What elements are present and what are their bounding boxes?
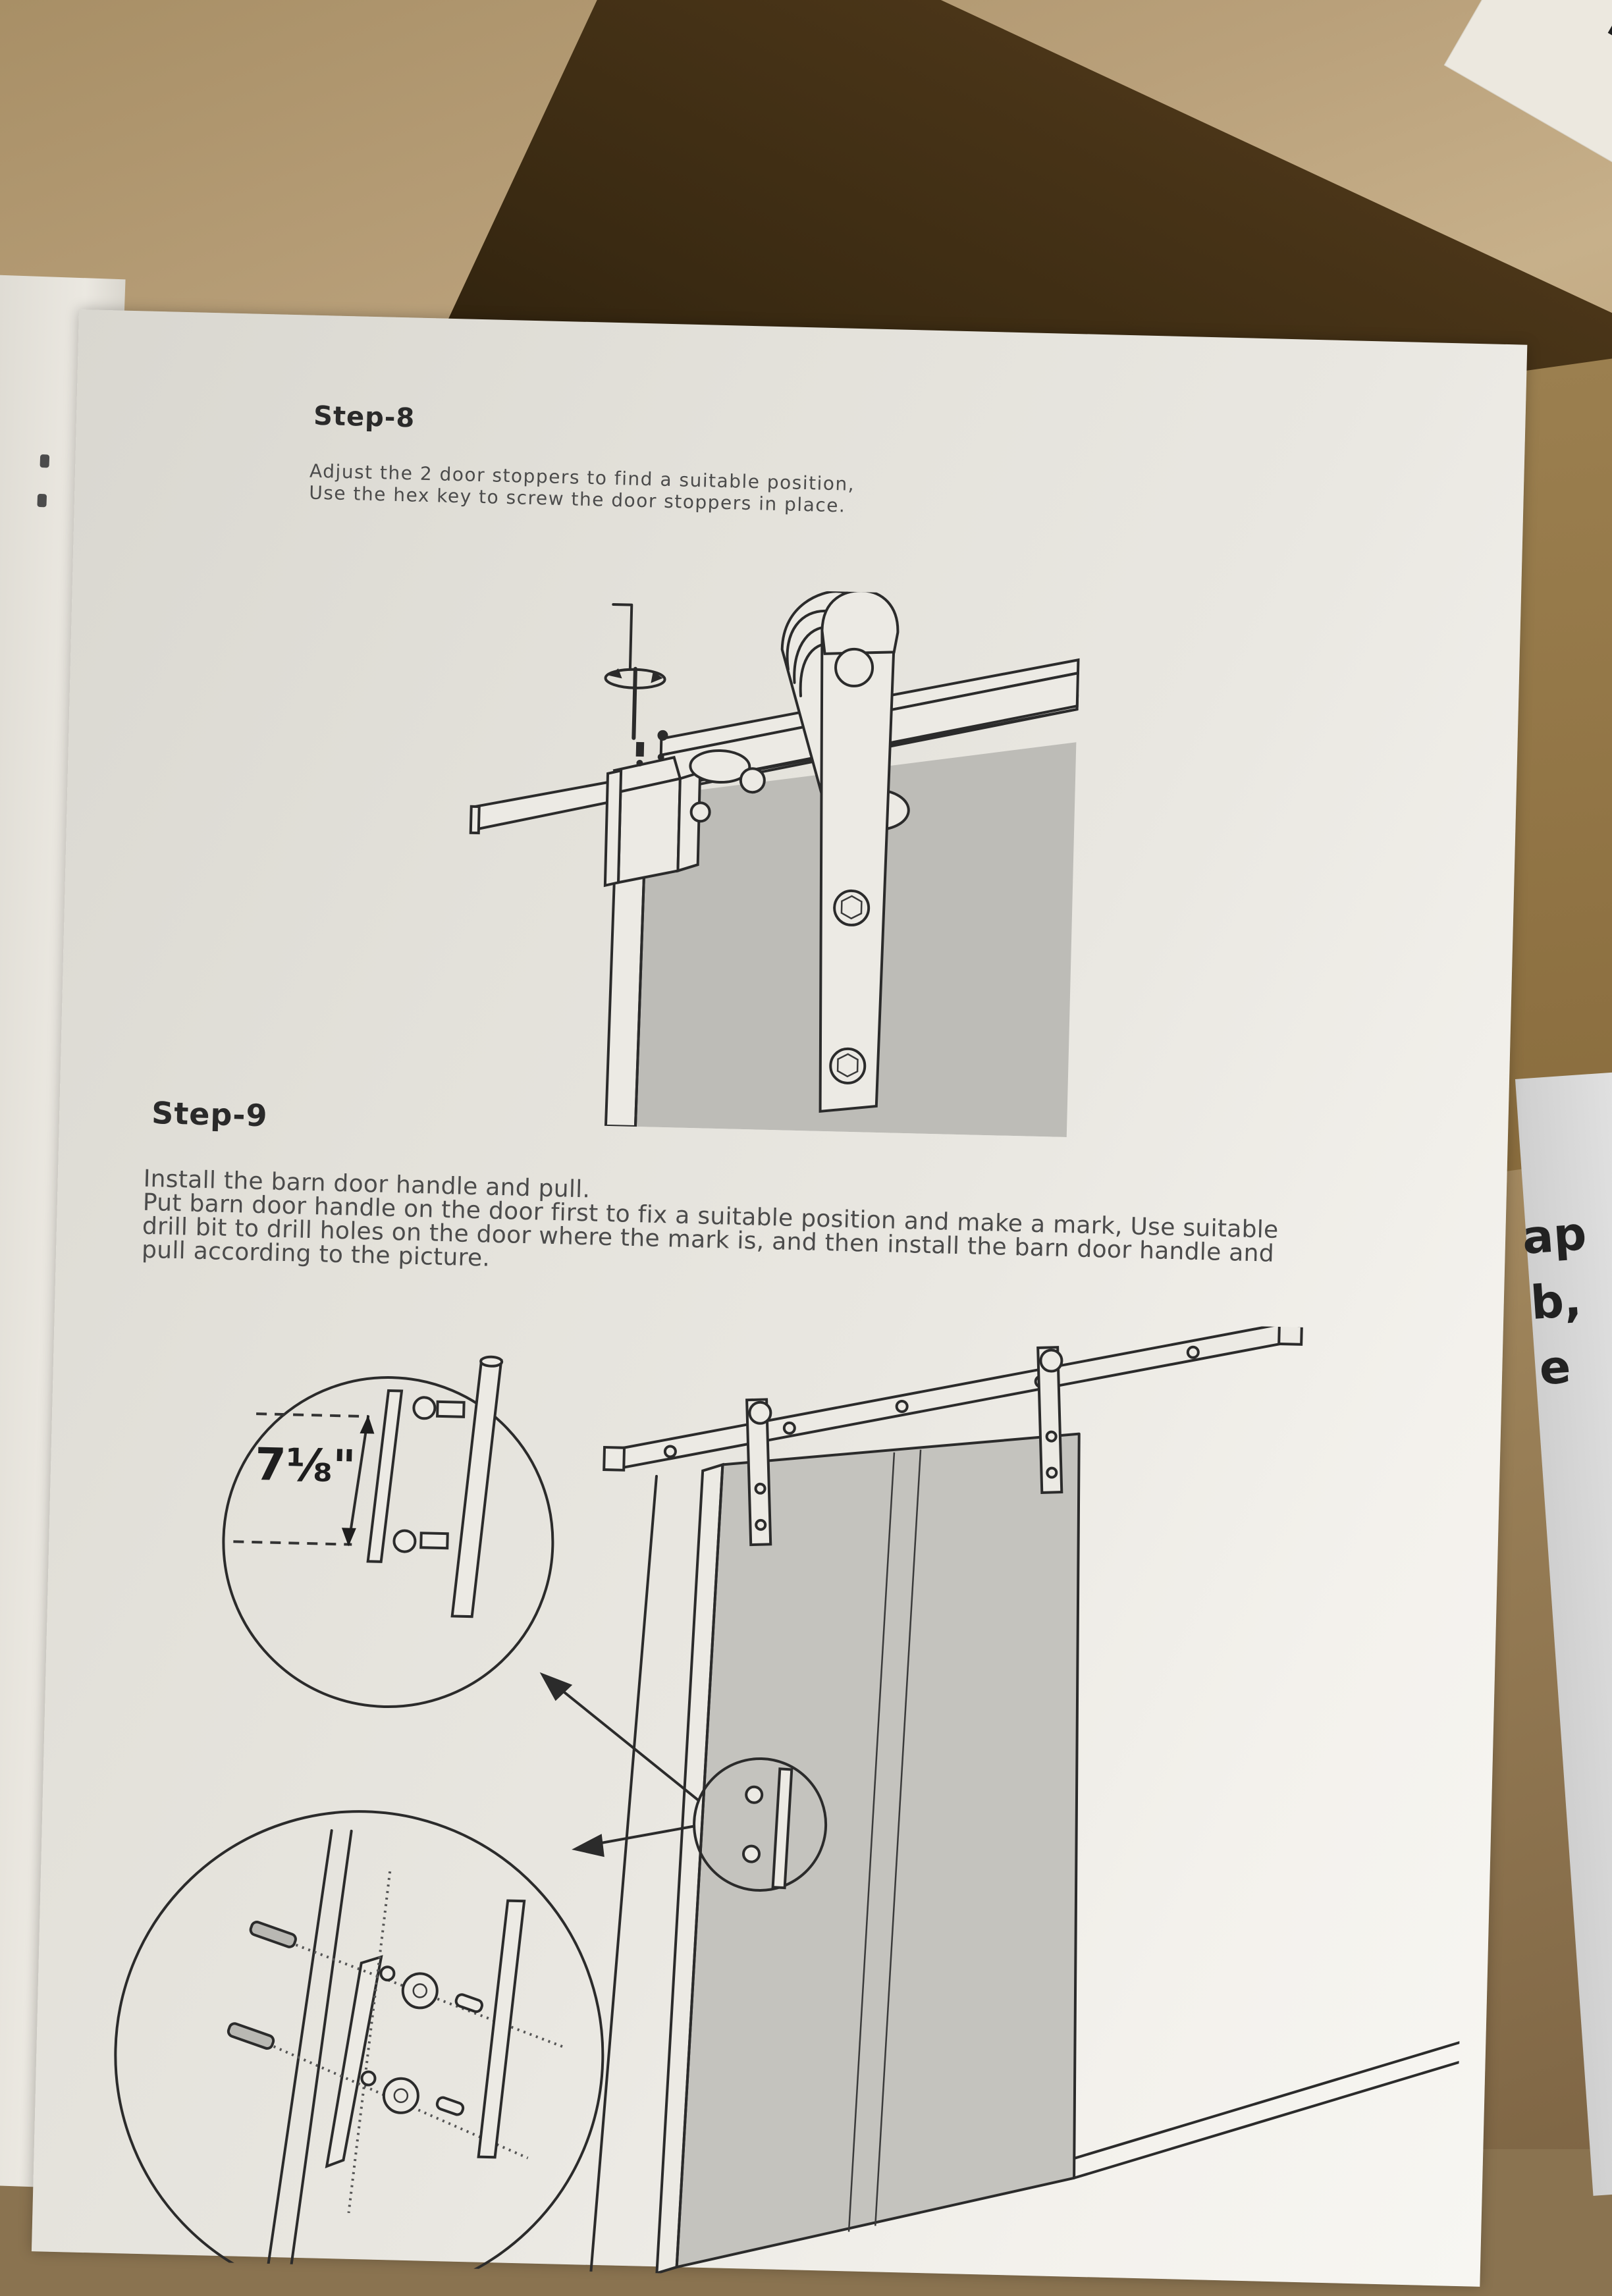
step-8-title: Step-8 bbox=[313, 400, 416, 434]
rotation-arrow-icon bbox=[604, 668, 666, 689]
wall-edge-line bbox=[589, 1474, 658, 2273]
set-screw-icon bbox=[657, 730, 668, 741]
standoff-icon bbox=[435, 2096, 465, 2116]
hanger-bolt-icon bbox=[829, 1047, 867, 1084]
screw-icon bbox=[249, 1921, 297, 1948]
washer-icon bbox=[412, 1396, 437, 1420]
dimension-line bbox=[347, 1415, 370, 1546]
paper-fragment-text: ap bbox=[1520, 1206, 1588, 1265]
paper-speck bbox=[40, 454, 50, 468]
standoff-icon bbox=[419, 1532, 449, 1550]
standoff-icon bbox=[454, 1993, 483, 2014]
set-screw-icon bbox=[635, 741, 645, 757]
paper-fragment-text: e bbox=[1537, 1339, 1572, 1396]
step-9-figure: 7⅛" bbox=[71, 1298, 1477, 2296]
paper-fragment-text: b, bbox=[1528, 1272, 1584, 1331]
dimension-label: 7⅛" bbox=[254, 1439, 356, 1493]
step-9-title: Step-9 bbox=[151, 1095, 269, 1134]
handle-detail-callout: 7⅛" bbox=[222, 1355, 554, 1709]
standoff-icon bbox=[436, 1400, 466, 1418]
backplate-icon bbox=[366, 1389, 404, 1563]
handle-position-callout bbox=[693, 1757, 828, 1892]
roller-hanger-icon bbox=[745, 1398, 772, 1547]
roller-hanger-icon bbox=[1036, 1346, 1063, 1494]
step-8-figure bbox=[454, 583, 1087, 1138]
step-9-instructions: Install the barn door handle and pull. P… bbox=[142, 1165, 1279, 1290]
screw-icon bbox=[227, 2022, 275, 2050]
bolt-head-icon bbox=[739, 767, 766, 794]
washer-icon bbox=[401, 1972, 439, 2010]
washer-icon bbox=[382, 2077, 419, 2114]
pull-bar-icon bbox=[450, 1358, 503, 1618]
hanger-bolt-icon bbox=[833, 889, 871, 926]
barn-door-icon bbox=[655, 1432, 1461, 2276]
backplate-icon bbox=[325, 1955, 383, 2169]
roller-hanger-icon bbox=[780, 589, 900, 1113]
corner-print-mark bbox=[1607, 2, 1612, 53]
hex-key-icon bbox=[612, 602, 637, 740]
door-stopper-icon bbox=[603, 753, 711, 888]
instruction-sheet: Step-8 Adjust the 2 door stoppers to fin… bbox=[31, 309, 1528, 2296]
roller-axle-icon bbox=[834, 647, 874, 687]
step-8-instructions: Adjust the 2 door stoppers to find a sui… bbox=[309, 460, 855, 517]
pull-bar-icon bbox=[477, 1899, 526, 2159]
washer-icon bbox=[392, 1529, 417, 1553]
callout-arrow-up bbox=[545, 1676, 699, 1802]
paper-speck bbox=[37, 493, 47, 508]
exploded-handle-callout bbox=[114, 1810, 604, 2296]
